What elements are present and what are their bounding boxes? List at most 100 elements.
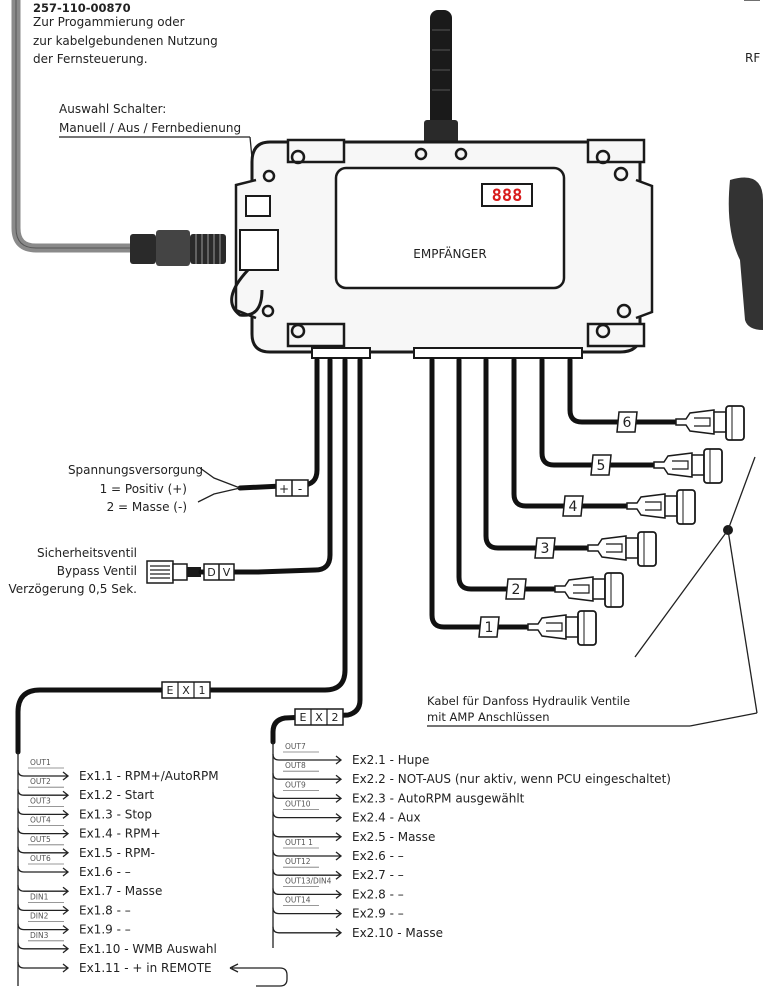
remote-desc-line2: zur kabelgebundenen Nutzung — [33, 34, 218, 48]
output-label: Ex1.7 - Masse — [79, 884, 162, 898]
svg-text:E: E — [167, 684, 174, 697]
output-label: Ex1.9 - – — [79, 923, 131, 937]
valve-line3: Verzögerung 0,5 Sek. — [9, 582, 137, 596]
port-label: OUT4 — [30, 816, 51, 825]
output-label: Ex1.8 - – — [79, 903, 131, 917]
port-label: DIN2 — [30, 912, 49, 921]
port-label: DIN1 — [30, 892, 49, 901]
port-label: OUT1 1 — [285, 838, 313, 847]
svg-text:V: V — [223, 566, 231, 579]
output-label: Ex1.3 - Stop — [79, 807, 152, 821]
output-label: Ex1.5 - RPM- — [79, 846, 155, 860]
list-item: Ex2.5 - Masse — [272, 830, 435, 844]
side-device-shape — [728, 177, 763, 330]
valve-tag-number: 6 — [623, 415, 632, 431]
right-edge-text: RF — [745, 51, 760, 65]
amp-connector-3 — [587, 531, 657, 567]
remote-desc-line1: Zur Progammierung oder — [33, 15, 185, 29]
port-label: OUT3 — [30, 796, 51, 805]
output-label: Ex2.3 - AutoRPM ausgewählt — [352, 791, 525, 805]
svg-text:2: 2 — [332, 711, 339, 724]
port-label: OUT2 — [30, 777, 51, 786]
danfoss-note-line1: Kabel für Danfoss Hydraulik Ventile — [427, 694, 630, 708]
valve-cable-5 — [539, 357, 657, 468]
port-label: OUT8 — [285, 761, 306, 770]
valve-tag-number: 2 — [512, 582, 521, 598]
port-label: DIN3 — [30, 931, 49, 940]
port-label: OUT13/DIN4 — [285, 876, 332, 885]
power-tag: + - — [275, 479, 309, 497]
output-label: Ex2.8 - – — [352, 887, 404, 901]
output-label: Ex1.11 - + in REMOTE — [79, 961, 212, 975]
list-item: Ex2.10 - Masse — [272, 926, 443, 940]
port-label: OUT9 — [285, 780, 306, 789]
valve-tag-number: 1 — [485, 620, 494, 636]
wmb-loop-arrow — [232, 967, 288, 987]
power-line3: 2 = Masse (-) — [107, 500, 187, 514]
receiver-housing: 888 EMPFÄNGER — [230, 138, 654, 359]
valve-connector — [146, 560, 201, 584]
port-label: OUT7 — [285, 742, 306, 751]
svg-text:+: + — [279, 482, 289, 496]
selector-switch-line2: Manuell / Aus / Fernbedienung — [59, 121, 241, 135]
valve-tag-5: 5 — [590, 454, 612, 476]
amp-connectors — [527, 405, 745, 646]
amp-connector-2 — [554, 572, 624, 608]
output-label: Ex2.10 - Masse — [352, 926, 443, 940]
output-label: Ex1.2 - Start — [79, 788, 154, 802]
amp-connector-1 — [527, 610, 597, 646]
port-label: OUT12 — [285, 857, 311, 866]
power-line1: Spannungsversorgung — [68, 463, 203, 477]
valve-line1: Sicherheitsventil — [37, 546, 137, 560]
valve-tag: D V — [203, 563, 235, 581]
ex1-tag: E X 1 — [161, 681, 211, 699]
output-label: Ex1.1 - RPM+/AutoRPM — [79, 769, 219, 783]
valve-tag-number: 3 — [541, 541, 550, 557]
valve-tag-3: 3 — [534, 537, 556, 559]
valve-tag-2: 2 — [505, 578, 527, 600]
valve-cable-1 — [429, 357, 531, 630]
output-label: Ex1.4 - RPM+ — [79, 827, 161, 841]
output-label: Ex2.5 - Masse — [352, 830, 435, 844]
port-label: OUT6 — [30, 854, 51, 863]
port-label: OUT5 — [30, 835, 51, 844]
svg-text:D: D — [207, 566, 215, 579]
svg-text:X: X — [182, 684, 190, 697]
cable-power — [237, 357, 320, 491]
port-label: OUT14 — [285, 896, 311, 905]
valve-line2: Bypass Ventil — [57, 564, 137, 578]
led-display-digits: 888 — [492, 186, 523, 206]
valve-cable-4 — [511, 357, 630, 509]
svg-text:1: 1 — [199, 684, 206, 697]
port-label: OUT1 — [30, 758, 51, 767]
output-label: Ex2.4 - Aux — [352, 811, 421, 825]
valve-cable-2 — [456, 357, 558, 592]
amp-connector-5 — [653, 448, 723, 484]
svg-text:E: E — [300, 711, 307, 724]
led-display — [481, 183, 533, 207]
amp-connector-6 — [675, 405, 745, 441]
output-label: Ex2.7 - – — [352, 868, 404, 882]
port-label: OUT10 — [285, 800, 311, 809]
power-line2: 1 = Positiv (+) — [100, 482, 187, 496]
valve-cable-6 — [567, 357, 679, 425]
